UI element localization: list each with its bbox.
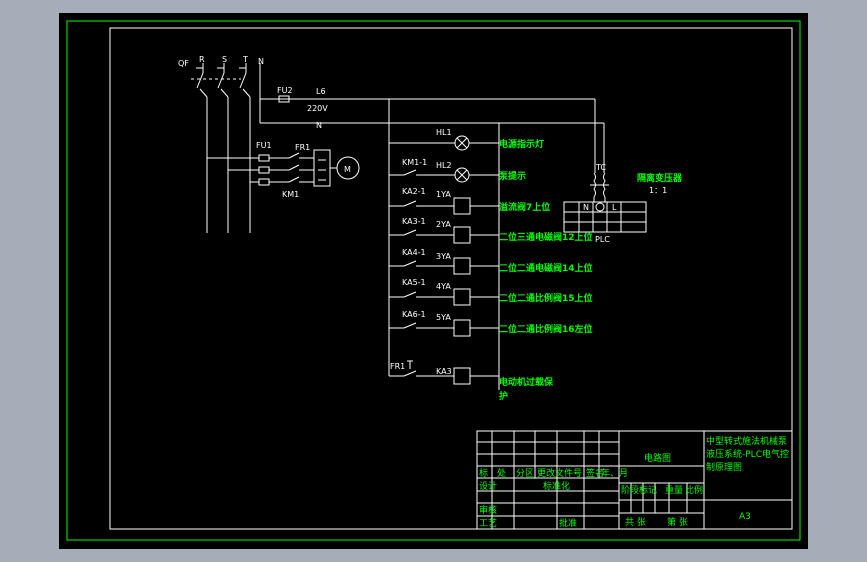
ka6-1-label: KA6-1	[402, 310, 426, 319]
1ya-label: 1YA	[436, 190, 451, 199]
coil-ka3	[453, 367, 471, 385]
power-bus	[259, 63, 605, 390]
drawing-name: 电路图	[644, 452, 671, 464]
coil-3ya	[453, 257, 471, 275]
coil-5ya	[453, 319, 471, 337]
title-block	[476, 430, 793, 530]
isolation-transformer	[563, 172, 647, 233]
hl2-label: HL2	[436, 161, 452, 170]
coil-1ya	[453, 197, 471, 215]
tb-design: 设计	[479, 480, 497, 492]
tb-weight: 重量	[665, 484, 683, 496]
transformer-ratio: 1：1	[649, 186, 667, 195]
schematic-canvas: QF R S T N FU2 L6 220V N	[66, 20, 801, 541]
motor-circuit	[207, 149, 337, 187]
terminal-qf: QF	[178, 59, 189, 68]
5ya-label: 5YA	[436, 313, 451, 322]
transformer-desc: 隔离变压器	[637, 172, 683, 184]
ka5-1-label: KA5-1	[402, 278, 426, 287]
terminal-s: S	[222, 55, 227, 64]
neutral-n-label: N	[316, 121, 322, 130]
control-rungs	[389, 142, 499, 377]
valve16-desc: 二位二通比例阀16左位	[499, 323, 593, 335]
tb-count: 处	[497, 467, 506, 479]
terminal-r: R	[199, 55, 205, 64]
valve12-desc: 二位三通电磁阀12上位	[499, 231, 593, 243]
fuse-fu2-label: FU2	[277, 86, 293, 95]
relief-valve-desc: 溢流阀7上位	[499, 201, 550, 213]
tb-zone: 分区	[516, 468, 534, 479]
3ya-label: 3YA	[436, 252, 451, 261]
tb-approve: 批准	[559, 517, 577, 529]
tb-change-doc: 更改文件号	[537, 467, 582, 479]
plc-n-label: N	[583, 203, 589, 212]
4ya-label: 4YA	[436, 282, 451, 291]
km1-1-label: KM1-1	[402, 158, 427, 167]
paper-size: A3	[739, 512, 751, 522]
project-title-line3: 制原理图	[706, 461, 742, 473]
project-title-line2: 液压系统-PLC电气控	[706, 448, 789, 460]
tb-review: 审核	[479, 504, 497, 516]
tc-label: TC	[595, 163, 606, 172]
power-indicator-desc: 电源指示灯	[499, 138, 544, 150]
tb-sheets-total: 共 张	[625, 517, 646, 528]
2ya-label: 2YA	[436, 220, 451, 229]
fr1-label: FR1	[295, 143, 310, 152]
overload-desc-line2: 护	[499, 390, 508, 402]
tb-process: 工艺	[479, 518, 497, 529]
ka4-1-label: KA4-1	[402, 248, 426, 257]
fr1-contact-label: FR1	[390, 362, 405, 371]
line-l6-label: L6	[316, 87, 326, 96]
project-title-line1: 中型转式施法机械泵	[706, 435, 787, 447]
plc-label: PLC	[595, 235, 610, 244]
lamp-hl1	[454, 135, 470, 151]
cad-viewport[interactable]: QF R S T N FU2 L6 220V N	[59, 13, 808, 549]
voltage-label: 220V	[307, 104, 328, 113]
lamp-hl2	[454, 167, 470, 183]
tb-stage-mark: 阶段标记	[621, 484, 657, 496]
terminal-n: N	[258, 57, 264, 66]
inner-frame	[109, 27, 793, 530]
motor-label: M	[344, 165, 351, 174]
hl1-label: HL1	[436, 128, 452, 137]
pump-indicator-desc: 泵提示	[499, 170, 526, 182]
plc-l-label: L	[612, 203, 617, 212]
breaker-qf	[191, 63, 251, 233]
overload-desc-line1: 电动机过载保	[499, 376, 554, 388]
tb-sheet-no: 第 张	[667, 516, 688, 528]
coil-2ya	[453, 226, 471, 244]
tb-mark: 标	[479, 467, 488, 479]
coil-4ya	[453, 288, 471, 306]
ka2-1-label: KA2-1	[402, 187, 426, 196]
terminal-t: T	[242, 55, 248, 64]
tb-scale: 比例	[685, 484, 703, 496]
outer-frame	[66, 20, 801, 541]
km1-label: KM1	[282, 190, 299, 199]
tb-signature: 签名	[586, 467, 604, 479]
tb-date: 年、月	[601, 467, 628, 479]
ka3-label: KA3	[436, 367, 452, 376]
fuse-fu1-label: FU1	[256, 141, 272, 150]
valve15-desc: 二位二通比例阀15上位	[499, 292, 593, 304]
tb-standardize: 标准化	[543, 480, 570, 492]
motor-symbol	[336, 156, 360, 180]
valve14-desc: 二位二通电磁阀14上位	[499, 262, 593, 274]
ka3-1-label: KA3-1	[402, 217, 426, 226]
